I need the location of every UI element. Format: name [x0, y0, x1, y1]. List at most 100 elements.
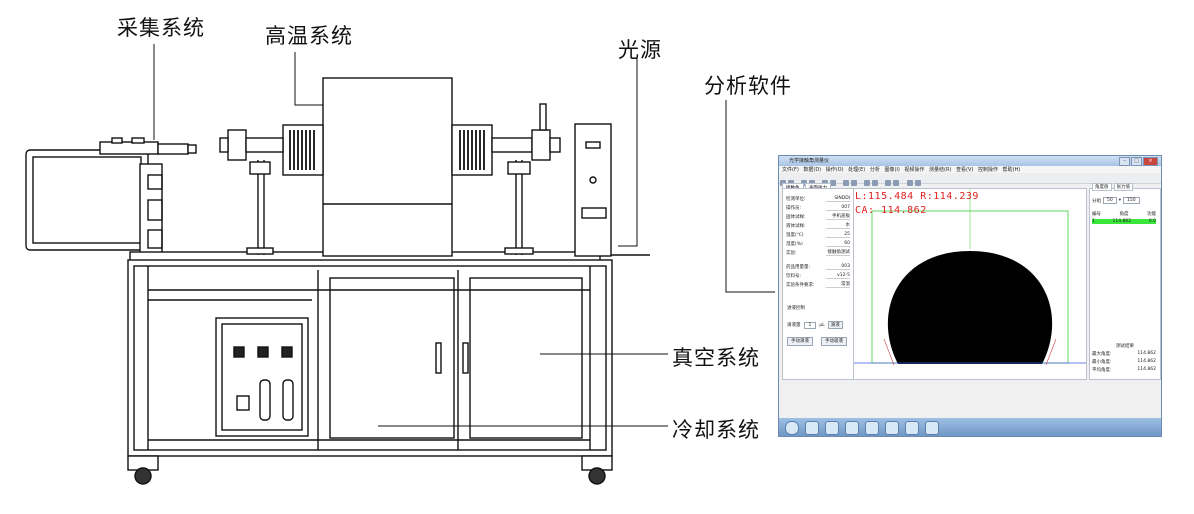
- stat-value: 114.862: [1137, 359, 1156, 365]
- window-titlebar: 光学接触角测量仪 – □ ×: [779, 156, 1161, 166]
- close-icon[interactable]: ×: [1143, 157, 1158, 166]
- toolbar-icon[interactable]: [830, 180, 836, 186]
- stat-row: 最大角度:114.862: [1092, 351, 1156, 357]
- stat-value: 114.862: [1137, 351, 1156, 357]
- param-label: 温度(℃): [786, 232, 804, 238]
- taskbar-app-icon[interactable]: [905, 421, 919, 435]
- droplet-image: [854, 189, 1086, 379]
- taskbar-app-icon[interactable]: [885, 421, 899, 435]
- manual-dispense-button[interactable]: 手动滴液: [787, 337, 813, 346]
- label-cooling-system: 冷却系统: [672, 414, 760, 444]
- param-value[interactable]: 003: [826, 264, 850, 270]
- contact-angle-readout: CA: 114.862: [855, 205, 927, 216]
- taskbar-app-icon[interactable]: [825, 421, 839, 435]
- label-light-source: 光源: [618, 34, 662, 64]
- dispense-button[interactable]: 滴液: [828, 321, 843, 329]
- param-row: 温度(℃) 25: [786, 231, 850, 238]
- taskbar-app-icon[interactable]: [925, 421, 939, 435]
- window-controls: – □ ×: [1119, 157, 1158, 166]
- parameter-panel: 检测单位: SINDDI 操作员: 007 固体试样: 手机盖板 液体试样: 水 温度(…: [782, 188, 854, 380]
- cabinet-frame: [128, 260, 612, 456]
- param-row: 实验条件要求: 常温: [786, 281, 850, 288]
- param-row: 检测单位: SINDDI: [786, 195, 850, 202]
- param-row: 实验: 接触角测试: [786, 249, 850, 256]
- menu-bar: 文件(F) 数据(D) 操作(O) 处理(E) 分析 图像(I) 视频操作 测量…: [779, 166, 1161, 173]
- start-icon[interactable]: [785, 421, 799, 435]
- taskbar-app-icon[interactable]: [865, 421, 879, 435]
- param-value[interactable]: 水: [826, 222, 850, 229]
- param-label: 检测单位:: [786, 196, 806, 202]
- toolbar-icon[interactable]: [843, 180, 849, 186]
- param-value[interactable]: 接触角测试: [826, 249, 850, 256]
- taskbar-app-icon[interactable]: [845, 421, 859, 435]
- table-row[interactable]: 1 114.862 0.0: [1092, 219, 1156, 224]
- stat-label: 最小角度:: [1092, 359, 1112, 365]
- chevron-down-icon[interactable]: ▾: [1119, 198, 1121, 203]
- param-label: 液体试样:: [786, 223, 806, 229]
- param-value[interactable]: v12-5: [826, 273, 850, 279]
- param-label: 药品用量量:: [786, 264, 810, 270]
- dispense-amount-input[interactable]: 1: [804, 322, 817, 329]
- toolbar-icon[interactable]: [907, 180, 913, 186]
- toolbar-icon[interactable]: [885, 180, 891, 186]
- left-flange: [220, 130, 283, 255]
- param-value[interactable]: SINDDI: [826, 196, 850, 202]
- stat-value: 114.862: [1137, 367, 1156, 373]
- toolbar-icon[interactable]: [893, 180, 899, 186]
- window-title: 光学接触角测量仪: [789, 157, 829, 164]
- tab-angle-values[interactable]: 角度值: [1092, 183, 1112, 191]
- param-label: 实验条件要求:: [786, 282, 815, 288]
- param-value[interactable]: 手机盖板: [826, 213, 850, 220]
- param-label: 操作员:: [786, 205, 801, 211]
- param-row: 湿度(%) 60: [786, 240, 850, 247]
- dispense-amount-label: 滴液量: [787, 322, 801, 328]
- results-panel: 角度值 张力值 分组 50 ▾ 150 编号 角度 功能 1 114.862 0…: [1089, 188, 1161, 380]
- maximize-icon[interactable]: □: [1131, 157, 1142, 166]
- group-select-label: 分组: [1092, 198, 1101, 204]
- toolbar-icon[interactable]: [915, 180, 921, 186]
- param-row: 药品用量量: 003: [786, 263, 850, 270]
- param-label: 湿度(%): [786, 241, 803, 247]
- right-flange: [492, 104, 560, 255]
- param-value[interactable]: 常温: [826, 281, 850, 288]
- param-label: 饮料号:: [786, 273, 801, 279]
- control-panel: [216, 318, 308, 436]
- param-row: 固体试样: 手机盖板: [786, 213, 850, 220]
- right-tabs: 角度值 张力值: [1092, 183, 1133, 191]
- manual-aspirate-button[interactable]: 手动吸液: [821, 337, 847, 346]
- col-angle: 角度: [1120, 211, 1129, 217]
- param-value[interactable]: 007: [826, 205, 850, 211]
- group-select-row: 分组 50 ▾ 150: [1092, 197, 1140, 204]
- toolbar-icon[interactable]: [851, 180, 857, 186]
- left-right-angle-readout: L:115.484 R:114.239: [855, 191, 979, 202]
- param-row: 操作员: 007: [786, 204, 850, 211]
- param-row: 液体试样: 水: [786, 222, 850, 229]
- dispense-section-label: 进液控制: [787, 305, 805, 311]
- minimize-icon[interactable]: –: [1119, 157, 1130, 166]
- param-value[interactable]: 60: [826, 241, 850, 247]
- table-header: 编号 角度 功能: [1092, 211, 1156, 217]
- wheels: [128, 456, 612, 484]
- toolbar-icon[interactable]: [872, 180, 878, 186]
- param-label: 固体试样:: [786, 214, 806, 220]
- tab-tension-values[interactable]: 张力值: [1114, 183, 1134, 191]
- dispense-row: 滴液量 1 μL 滴液: [787, 321, 843, 329]
- param-label: 实验:: [786, 250, 797, 256]
- stats-title: 测试结果: [1090, 343, 1160, 349]
- software-screenshot: 光学接触角测量仪 – □ × 文件(F) 数据(D) 操作(O) 处理(E) 分…: [778, 155, 1162, 437]
- image-view: L:115.484 R:114.239 CA: 114.862: [853, 188, 1087, 380]
- col-func: 功能: [1147, 211, 1156, 217]
- toolbar-icon[interactable]: [864, 180, 870, 186]
- taskbar-app-icon[interactable]: [805, 421, 819, 435]
- camera-unit: [100, 138, 196, 154]
- stat-label: 平均角度:: [1092, 367, 1112, 373]
- cell-id: 1: [1092, 219, 1095, 224]
- group-select-from[interactable]: 50: [1103, 197, 1117, 204]
- param-value[interactable]: 25: [826, 232, 850, 238]
- stat-row: 最小角度: 114.862: [1092, 359, 1156, 365]
- taskbar: [779, 418, 1161, 436]
- light-source-unit: [575, 124, 611, 256]
- param-row: 饮料号: v12-5: [786, 272, 850, 279]
- label-analysis-software: 分析软件: [704, 70, 792, 100]
- group-select-to[interactable]: 150: [1123, 197, 1140, 204]
